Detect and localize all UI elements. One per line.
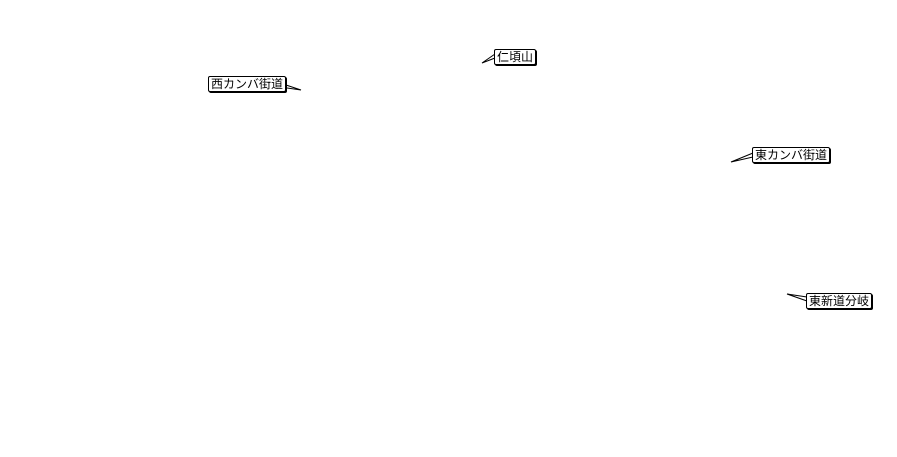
map-label-east-kanba-road[interactable]: 東カンバ街道: [752, 147, 831, 163]
callout-pointer-east-shindo-junction: [786, 293, 808, 302]
map-label-west-kanba-road[interactable]: 西カンバ街道: [208, 76, 287, 92]
callout-pointer-east-kanba-road: [730, 152, 754, 163]
map-label-nichozan[interactable]: 仁頃山: [494, 49, 537, 65]
map-label-east-shindo-junction[interactable]: 東新道分岐: [806, 293, 873, 309]
